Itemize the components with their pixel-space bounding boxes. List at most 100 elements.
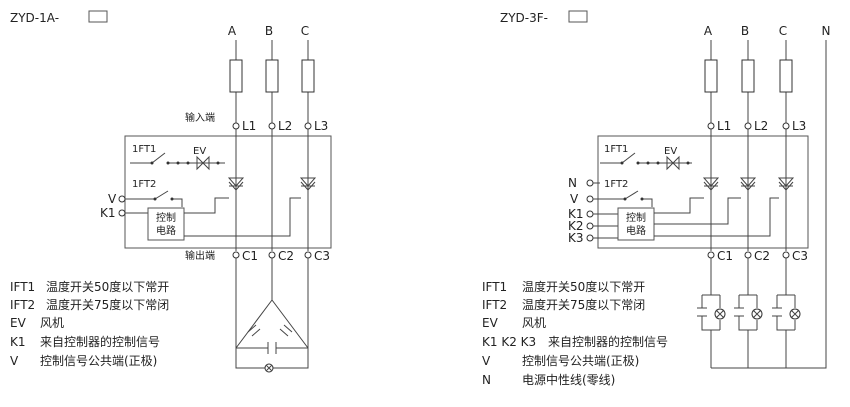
left-capacitor-bottom bbox=[236, 342, 308, 354]
right-phase-n: N bbox=[822, 24, 831, 38]
left-thyristor-c bbox=[299, 177, 317, 187]
right-control-text-1: 控制 bbox=[626, 211, 646, 224]
right-thyristor-b bbox=[739, 177, 757, 187]
right-fuse-b bbox=[741, 59, 755, 93]
left-terminal-l3 bbox=[304, 122, 312, 130]
left-terminal-c3 bbox=[304, 251, 312, 259]
left-phase-c: C bbox=[301, 24, 309, 38]
right-legend-key-2: IFT2 bbox=[482, 298, 507, 312]
left-terminal-c2 bbox=[268, 251, 276, 259]
left-control-text-2: 电路 bbox=[156, 224, 176, 237]
left-legend-text-4: 来自控制器的控制信号 bbox=[40, 334, 160, 349]
right-legend-key-6: N bbox=[482, 373, 491, 387]
left-input-l1: L1 bbox=[242, 119, 256, 133]
right-legend-key-3: EV bbox=[482, 316, 499, 330]
left-terminal-c1 bbox=[232, 251, 240, 259]
left-control-text-1: 控制 bbox=[156, 211, 176, 224]
right-input-l3: L3 bbox=[792, 119, 806, 133]
right-terminal-l1 bbox=[707, 122, 715, 130]
right-terminal-c2 bbox=[744, 251, 752, 259]
left-legend-text-3: 风机 bbox=[40, 316, 64, 330]
left-diagram: ZYD-1A- A B C 输入端 L1 L2 L3 1FT1 EV 1FT2 bbox=[10, 10, 332, 373]
right-fan-icon bbox=[666, 155, 680, 171]
left-signal-v: V bbox=[108, 192, 117, 206]
right-model-label: ZYD-3F- bbox=[500, 11, 548, 25]
right-output-c1: C1 bbox=[717, 249, 733, 263]
left-thyristor-a bbox=[227, 177, 245, 187]
right-phase-a-load bbox=[697, 258, 726, 368]
right-terminal-l2 bbox=[744, 122, 752, 130]
right-legend-key-4: K1 K2 K3 bbox=[482, 335, 536, 349]
right-legend-text-6: 电源中性线(零线) bbox=[522, 372, 615, 387]
left-legend-key-3: EV bbox=[10, 316, 27, 330]
right-output-c2: C2 bbox=[754, 249, 770, 263]
left-input-l2: L2 bbox=[278, 119, 292, 133]
left-input-l3: L3 bbox=[314, 119, 328, 133]
right-thyristor-a bbox=[702, 177, 720, 187]
left-fuse-c bbox=[301, 59, 315, 93]
right-legend-key-1: IFT1 bbox=[482, 280, 507, 294]
right-fan-label: EV bbox=[664, 146, 677, 157]
right-signal-v: V bbox=[570, 192, 579, 206]
right-signal-k1: K1 bbox=[568, 207, 584, 221]
left-phase-a: A bbox=[228, 24, 237, 38]
right-diagram: ZYD-3F- A B C N L1 L2 L3 1FT1 EV 1FT2 bbox=[482, 10, 831, 387]
left-legend: IFT1 温度开关50度以下常开 IFT2 温度开关75度以下常闭 EV 风机 … bbox=[10, 279, 169, 368]
right-terminal-c1 bbox=[707, 251, 715, 259]
left-model-label: ZYD-1A- bbox=[10, 11, 59, 25]
right-legend-key-5: V bbox=[482, 354, 491, 368]
left-output-c3: C3 bbox=[314, 249, 330, 263]
left-output-c2: C2 bbox=[278, 249, 294, 263]
left-fuse-b bbox=[265, 59, 279, 93]
right-legend-text-2: 温度开关75度以下常闭 bbox=[522, 297, 645, 312]
left-terminal-l1 bbox=[232, 122, 240, 130]
right-terminal-c3 bbox=[782, 251, 790, 259]
right-input-l1: L1 bbox=[717, 119, 731, 133]
left-control-circuit bbox=[147, 207, 185, 241]
right-phase-b: B bbox=[741, 24, 749, 38]
left-switch1-label: 1FT1 bbox=[132, 144, 156, 155]
left-signal-k1: K1 bbox=[100, 206, 116, 220]
right-output-c3: C3 bbox=[792, 249, 808, 263]
left-enclosure bbox=[124, 135, 332, 249]
right-thyristor-c bbox=[777, 177, 795, 187]
right-fuse-c bbox=[779, 59, 793, 93]
left-fan-icon bbox=[196, 155, 210, 171]
left-fan-label: EV bbox=[193, 146, 206, 157]
right-enclosure bbox=[597, 135, 809, 249]
right-model-box bbox=[568, 10, 588, 23]
left-switch2-label: 1FT2 bbox=[132, 179, 156, 190]
right-phase-b-load bbox=[734, 258, 763, 368]
right-signal-n: N bbox=[568, 176, 577, 190]
right-fuse-a bbox=[704, 59, 718, 93]
left-legend-text-1: 温度开关50度以下常开 bbox=[46, 279, 169, 294]
right-legend-text-5: 控制信号公共端(正极) bbox=[522, 354, 639, 368]
right-legend-text-4: 来自控制器的控制信号 bbox=[548, 334, 668, 349]
right-neutral-line bbox=[711, 40, 827, 369]
left-input-label: 输入端 bbox=[185, 111, 215, 124]
left-legend-text-5: 控制信号公共端(正极) bbox=[40, 354, 157, 368]
right-phase-a: A bbox=[704, 24, 713, 38]
right-signal-k3: K3 bbox=[568, 231, 584, 245]
right-legend: IFT1 温度开关50度以下常开 IFT2 温度开关75度以下常闭 EV 风机 … bbox=[482, 279, 668, 387]
left-model-box bbox=[88, 10, 108, 23]
left-legend-key-1: IFT1 bbox=[10, 280, 35, 294]
right-legend-text-1: 温度开关50度以下常开 bbox=[522, 279, 645, 294]
right-switch2-label: 1FT2 bbox=[604, 179, 628, 190]
left-terminal-l2 bbox=[268, 122, 276, 130]
right-terminal-l3 bbox=[782, 122, 790, 130]
left-legend-key-2: IFT2 bbox=[10, 298, 35, 312]
right-control-text-2: 电路 bbox=[626, 224, 646, 237]
right-phase-c: C bbox=[779, 24, 787, 38]
right-switch1-label: 1FT1 bbox=[604, 144, 628, 155]
left-legend-key-5: V bbox=[10, 354, 19, 368]
left-legend-key-4: K1 bbox=[10, 335, 26, 349]
left-phase-b: B bbox=[265, 24, 273, 38]
left-output-label: 输出端 bbox=[185, 249, 215, 262]
right-legend-text-3: 风机 bbox=[522, 316, 546, 330]
left-output-c1: C1 bbox=[242, 249, 258, 263]
left-legend-text-2: 温度开关75度以下常闭 bbox=[46, 297, 169, 312]
left-fuse-a bbox=[229, 59, 243, 93]
right-input-l2: L2 bbox=[754, 119, 768, 133]
